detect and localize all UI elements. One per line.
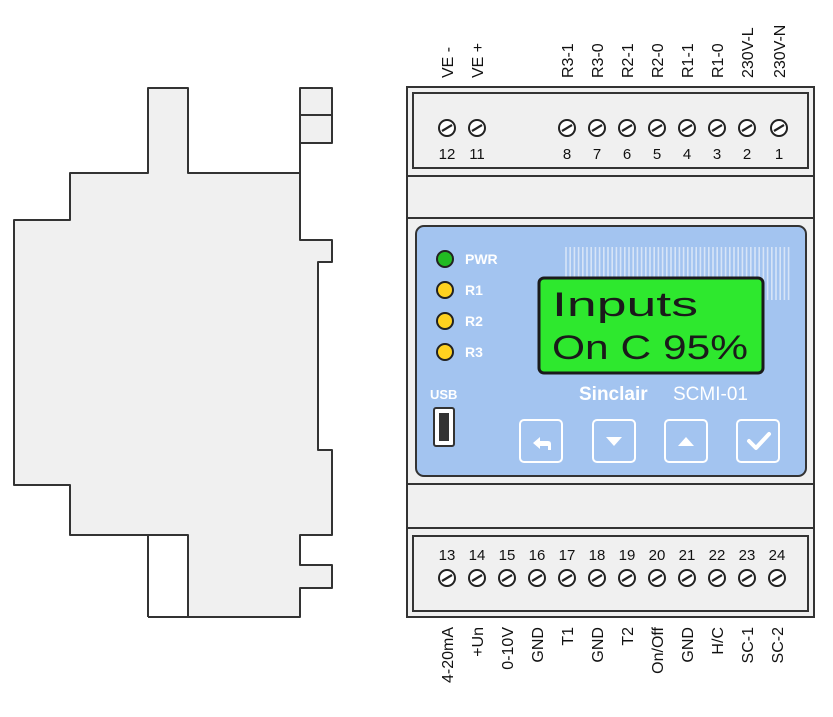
- led-icon: [436, 312, 454, 330]
- bottom-terminal-number: 15: [499, 547, 516, 564]
- top-terminal-label: 230V-L: [740, 27, 757, 78]
- terminal-screw-icon[interactable]: [678, 119, 696, 137]
- brand-name: Sinclair: [579, 384, 648, 405]
- bottom-terminal-number: 19: [619, 547, 636, 564]
- terminal-screw-icon[interactable]: [738, 119, 756, 137]
- status-led: R1: [436, 281, 483, 299]
- side-view: [13, 87, 333, 618]
- led-label: PWR: [465, 251, 498, 267]
- bottom-terminal-label: GND: [680, 627, 697, 663]
- top-terminal-number: 7: [593, 146, 601, 163]
- bottom-terminal-number: 21: [679, 547, 696, 564]
- bottom-terminal-label: SC-2: [770, 627, 787, 664]
- top-terminal-number: 2: [743, 146, 751, 163]
- bottom-terminal-label: T2: [620, 627, 637, 646]
- checkmark-icon: [747, 432, 771, 450]
- led-label: R3: [465, 344, 483, 360]
- terminal-screw-icon[interactable]: [618, 569, 636, 587]
- top-terminal-number: 11: [469, 146, 485, 163]
- bottom-terminal-label: H/C: [710, 627, 727, 655]
- top-terminal-label: R1-0: [710, 43, 727, 78]
- confirm-button[interactable]: [736, 419, 780, 463]
- bottom-terminal-number: 13: [439, 547, 456, 564]
- terminal-screw-icon[interactable]: [588, 569, 606, 587]
- top-terminal-label: VE +: [470, 43, 487, 78]
- bottom-terminal-number: 23: [739, 547, 756, 564]
- led-label: R2: [465, 313, 483, 329]
- terminal-screw-icon[interactable]: [738, 569, 756, 587]
- terminal-screw-icon[interactable]: [678, 569, 696, 587]
- top-terminal-label: VE -: [440, 47, 457, 78]
- top-terminal-label: R2-0: [650, 43, 667, 78]
- status-led: R2: [436, 312, 483, 330]
- top-terminal-number: 8: [563, 146, 571, 163]
- terminal-screw-icon[interactable]: [708, 119, 726, 137]
- terminal-screw-icon[interactable]: [468, 569, 486, 587]
- bottom-terminal-number: 18: [589, 547, 606, 564]
- top-terminal-label: R3-0: [590, 43, 607, 78]
- top-terminal-number: 5: [653, 146, 661, 163]
- terminal-screw-icon[interactable]: [468, 119, 486, 137]
- top-terminal-label: R3-1: [560, 43, 577, 78]
- top-terminal-number: 6: [623, 146, 631, 163]
- terminal-screw-icon[interactable]: [528, 569, 546, 587]
- status-led: PWR: [436, 250, 498, 268]
- status-led: R3: [436, 343, 483, 361]
- lcd-screen: [537, 276, 765, 375]
- triangle-up-icon: [678, 437, 694, 446]
- terminal-screw-icon[interactable]: [438, 119, 456, 137]
- bottom-terminal-label: GND: [530, 627, 547, 663]
- led-label: R1: [465, 282, 483, 298]
- bottom-terminal-label: SC-1: [740, 627, 757, 664]
- bottom-terminal-number: 22: [709, 547, 726, 564]
- terminal-screw-icon[interactable]: [558, 119, 576, 137]
- usb-port-icon: [433, 407, 455, 447]
- bottom-terminal-label: On/Off: [650, 626, 667, 673]
- triangle-down-icon: [606, 437, 622, 446]
- top-terminal-number: 3: [713, 146, 721, 163]
- up-button[interactable]: [664, 419, 708, 463]
- bottom-terminal-label: 4-20mA: [440, 627, 457, 683]
- down-button[interactable]: [592, 419, 636, 463]
- led-icon: [436, 281, 454, 299]
- top-terminal-number: 12: [439, 146, 456, 163]
- top-terminal-number: 1: [775, 146, 783, 163]
- terminal-screw-icon[interactable]: [618, 119, 636, 137]
- terminal-screw-icon[interactable]: [770, 119, 788, 137]
- bottom-terminal-label: GND: [590, 627, 607, 663]
- top-terminal-number: 4: [683, 146, 691, 163]
- terminal-screw-icon[interactable]: [498, 569, 516, 587]
- back-arrow-icon: [533, 437, 551, 450]
- top-terminal-label: R2-1: [620, 43, 637, 78]
- terminal-screw-icon[interactable]: [708, 569, 726, 587]
- lcd-line-1: Inputs: [552, 286, 698, 324]
- bottom-terminal-number: 17: [559, 547, 576, 564]
- terminal-screw-icon[interactable]: [648, 119, 666, 137]
- led-icon: [436, 343, 454, 361]
- top-terminal-label: 230V-N: [772, 25, 789, 78]
- bottom-terminal-label: T1: [560, 627, 577, 646]
- bottom-terminal-label: 0-10V: [500, 627, 517, 670]
- terminal-screw-icon[interactable]: [768, 569, 786, 587]
- terminal-screw-icon[interactable]: [438, 569, 456, 587]
- bottom-terminal-number: 24: [769, 547, 786, 564]
- led-icon: [436, 250, 454, 268]
- terminal-screw-icon[interactable]: [558, 569, 576, 587]
- bottom-terminal-label: +Un: [470, 627, 487, 657]
- lcd-line-2: On C 95%: [552, 329, 748, 367]
- model-name: SCMI-01: [673, 384, 748, 405]
- bottom-terminal-number: 14: [469, 547, 486, 564]
- bottom-terminal-number: 16: [529, 547, 546, 564]
- terminal-screw-icon[interactable]: [648, 569, 666, 587]
- usb-label: USB: [430, 387, 457, 402]
- terminal-screw-icon[interactable]: [588, 119, 606, 137]
- top-terminal-label: R1-1: [680, 43, 697, 78]
- bottom-terminal-number: 20: [649, 547, 666, 564]
- back-button[interactable]: [519, 419, 563, 463]
